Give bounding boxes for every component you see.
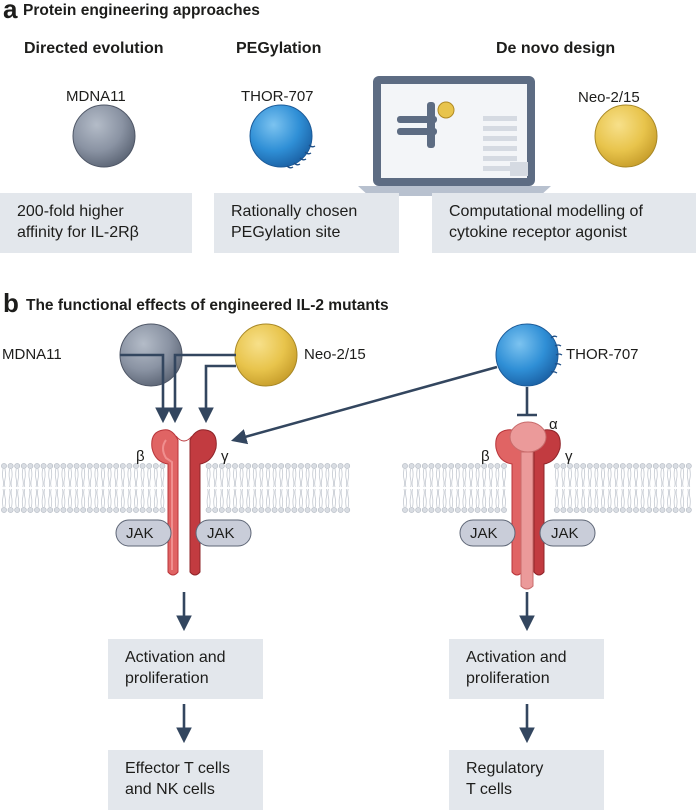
jak-right-2-shape xyxy=(539,519,596,547)
outcome-box-right-line1: Regulatory xyxy=(466,760,544,777)
jak-left-2-label: JAK xyxy=(207,525,235,542)
jak-left-2-shape xyxy=(195,519,252,547)
mdna11-ball-icon xyxy=(72,104,136,168)
panel-b-letter: b xyxy=(3,288,19,318)
activation-box-left-line2: proliferation xyxy=(125,670,209,687)
outcome-box-right: Regulatory T cells xyxy=(449,750,604,810)
gamma-label-right: γ xyxy=(565,448,573,465)
neo215-ball-icon xyxy=(594,104,658,168)
thor707-ligand-icon xyxy=(495,323,563,387)
outcome-box-left: Effector T cells and NK cells xyxy=(108,750,263,810)
thor707-label: THOR-707 xyxy=(241,88,314,105)
activation-box-right: Activation and proliferation xyxy=(449,639,604,699)
thor707-ball-icon xyxy=(249,104,316,169)
outcome-box-right-line2: T cells xyxy=(466,781,512,798)
laptop-icon xyxy=(358,76,551,196)
outcome-box-left-line2: and NK cells xyxy=(125,781,215,798)
directed-evolution-box-line2: affinity for IL-2Rβ xyxy=(17,224,139,241)
jak-right-2-label: JAK xyxy=(551,525,579,542)
panel-b-title: The functional effects of engineered IL-… xyxy=(26,297,389,314)
pegylation-box-line1: Rationally chosen xyxy=(231,203,358,220)
neo215-ligand-icon xyxy=(234,323,298,387)
directed-evolution-box-line1: 200-fold higher xyxy=(17,203,124,220)
neo215-label: Neo-2/15 xyxy=(578,89,640,106)
gamma-label-left: γ xyxy=(221,448,229,465)
jak-left-1-label: JAK xyxy=(126,525,154,542)
activation-box-right-line2: proliferation xyxy=(466,670,550,687)
alpha-label-right: α xyxy=(549,416,558,433)
col-heading-de-novo-design: De novo design xyxy=(496,40,616,57)
binding-arrows-left xyxy=(120,353,236,424)
jak-left-1-shape xyxy=(115,519,172,547)
thor707-to-gamma-arrow xyxy=(230,365,498,445)
il2-receptor-alpha-beta-gamma-right xyxy=(495,421,561,590)
mdna11-label: MDNA11 xyxy=(66,88,126,105)
jak-right-1-shape xyxy=(459,519,516,547)
col-heading-pegylation: PEGylation xyxy=(236,40,322,57)
activation-box-left-line1: Activation and xyxy=(125,649,226,666)
col-heading-directed-evolution: Directed evolution xyxy=(24,40,164,57)
pegylation-box: Rationally chosen PEGylation site xyxy=(214,193,399,253)
panel-a-letter: a xyxy=(3,0,18,24)
panel-a-title: Protein engineering approaches xyxy=(23,2,260,19)
cell-membrane-right xyxy=(401,462,692,513)
activation-box-left: Activation and proliferation xyxy=(108,639,263,699)
il2-receptor-beta-gamma-left xyxy=(151,429,217,576)
de-novo-design-box: Computational modelling of cytokine rece… xyxy=(432,193,696,253)
de-novo-design-box-line2: cytokine receptor agonist xyxy=(449,224,627,241)
pegylation-box-line2: PEGylation site xyxy=(231,224,341,241)
beta-label-left: β xyxy=(136,448,145,465)
directed-evolution-box: 200-fold higher affinity for IL-2Rβ xyxy=(0,193,192,253)
thor707-ligand-label: THOR-707 xyxy=(566,346,639,363)
alpha-block-line xyxy=(517,387,537,417)
activation-box-right-line1: Activation and xyxy=(466,649,567,666)
mdna11-ligand-label: MDNA11 xyxy=(2,346,62,363)
beta-label-right: β xyxy=(481,448,490,465)
de-novo-design-box-line1: Computational modelling of xyxy=(449,203,643,220)
outcome-box-left-line1: Effector T cells xyxy=(125,760,230,777)
jak-right-1-label: JAK xyxy=(470,525,498,542)
neo215-ligand-label: Neo-2/15 xyxy=(304,346,366,363)
